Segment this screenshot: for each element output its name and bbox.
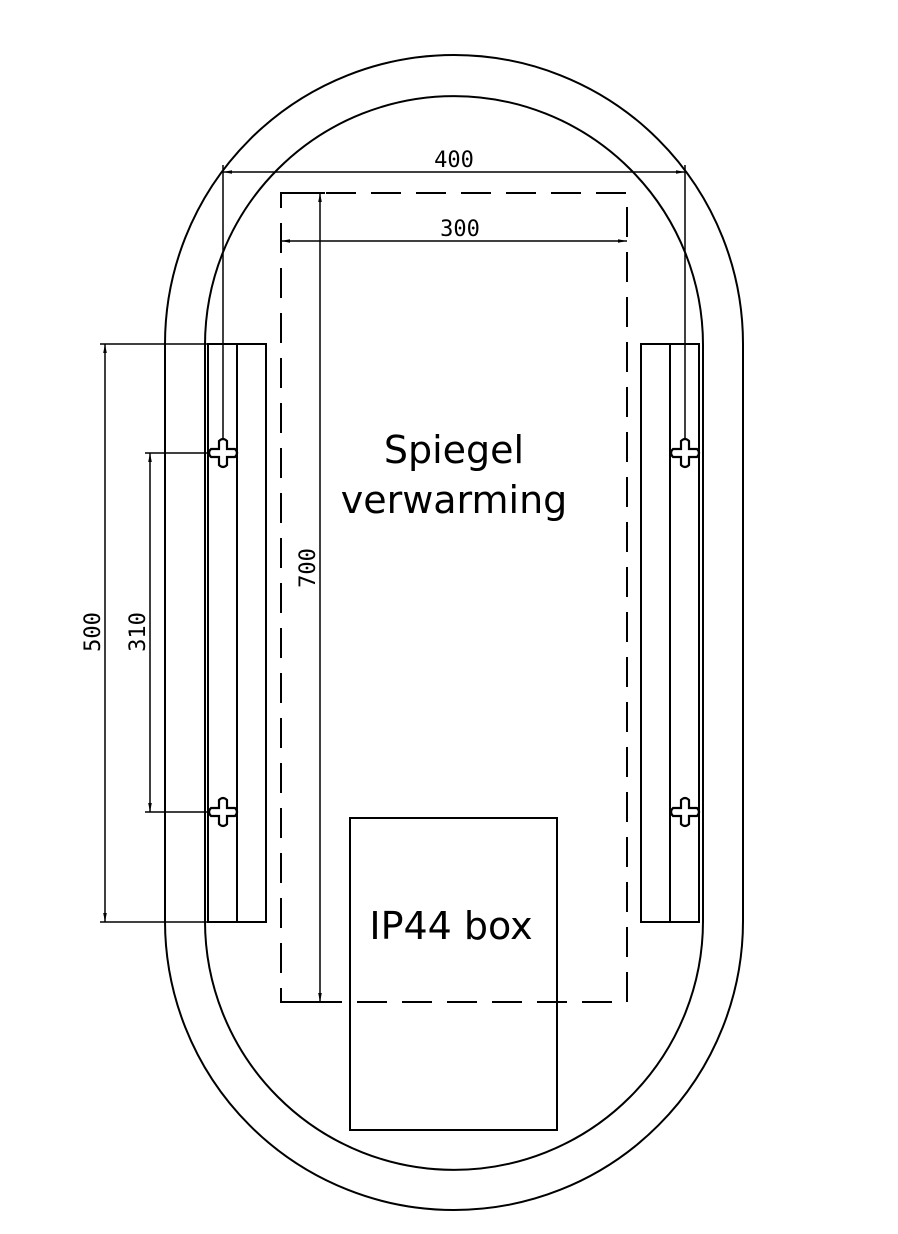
right-mounting-rail	[640, 343, 700, 923]
dimension-400	[222, 165, 686, 453]
dimension-310	[145, 452, 215, 813]
mirror-inner-outline	[204, 95, 704, 1171]
dim-label-300: 300	[440, 217, 480, 242]
left-mounting-rail	[207, 343, 267, 923]
mirror-label-line2: verwarming	[341, 478, 568, 522]
box-label: IP44 box	[369, 904, 532, 948]
keyhole-icon	[207, 437, 239, 469]
keyhole-icon	[669, 796, 701, 828]
mirror-outer-outline	[164, 54, 744, 1211]
dim-label-500: 500	[81, 612, 106, 652]
dimension-500	[100, 343, 208, 923]
dim-label-310: 310	[126, 612, 151, 652]
dim-label-700: 700	[296, 548, 321, 588]
keyhole-icon	[669, 437, 701, 469]
mirror-label-line1: Spiegel	[384, 428, 524, 472]
dim-label-400: 400	[434, 148, 474, 173]
ip44-box	[349, 817, 558, 1131]
heater-outline	[280, 192, 628, 1003]
keyhole-icon	[207, 796, 239, 828]
dimension-700	[281, 192, 325, 1003]
